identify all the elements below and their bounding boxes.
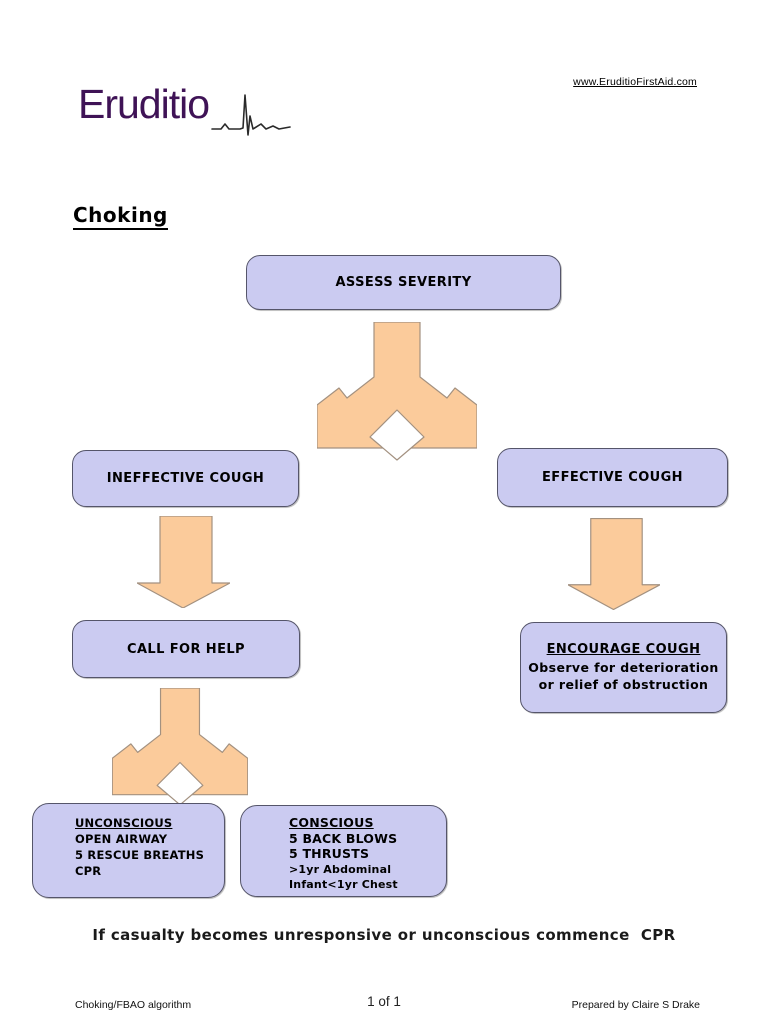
flow-box-call-for-help: CALL FOR HELP xyxy=(72,620,300,678)
flow-box-unconscious: UNCONSCIOUS OPEN AIRWAY 5 RESCUE BREATHS… xyxy=(32,803,225,898)
conscious-step-4: Infant<1yr Chest xyxy=(289,878,398,891)
ineffective-cough-label: INEFFECTIVE COUGH xyxy=(106,471,265,486)
conscious-step-3: >1yr Abdominal xyxy=(289,862,392,876)
unconscious-step-2: 5 RESCUE BREATHS xyxy=(75,848,205,862)
conscious-step-1: 5 BACK BLOWS xyxy=(289,830,398,846)
unconscious-step-3: CPR xyxy=(75,864,102,878)
flow-box-conscious: CONSCIOUS 5 BACK BLOWS 5 THRUSTS >1yr Ab… xyxy=(240,805,447,897)
page-title: Choking xyxy=(73,203,168,230)
down-arrow-icon xyxy=(568,518,660,610)
split-arrow-icon xyxy=(317,322,477,461)
conscious-title: CONSCIOUS xyxy=(289,815,374,830)
assess-severity-label: ASSESS SEVERITY xyxy=(335,275,472,290)
call-for-help-label: CALL FOR HELP xyxy=(127,641,245,657)
logo: Eruditio xyxy=(78,81,291,136)
logo-text: Eruditio xyxy=(78,81,210,127)
conscious-step-2: 5 THRUSTS xyxy=(289,846,370,861)
footer-author: Prepared by Claire S Drake xyxy=(571,999,700,1011)
flow-box-assess-severity: ASSESS SEVERITY xyxy=(246,255,561,310)
website-link[interactable]: www.EruditioFirstAid.com xyxy=(573,76,697,88)
unconscious-step-1: OPEN AIRWAY xyxy=(75,832,168,846)
down-arrow-icon xyxy=(137,516,230,608)
flow-box-effective-cough: EFFECTIVE COUGH xyxy=(497,448,728,507)
page-number: 1 of 1 xyxy=(367,994,401,1009)
unconscious-title: UNCONSCIOUS xyxy=(75,816,173,830)
effective-cough-label: EFFECTIVE COUGH xyxy=(542,470,683,485)
cpr-warning-text: If casualty becomes unresponsive or unco… xyxy=(92,926,676,944)
ecg-trace-icon xyxy=(211,94,291,136)
encourage-cough-line1: Observe for deterioration xyxy=(528,660,719,676)
footer-document-name: Choking/FBAO algorithm xyxy=(75,999,192,1011)
flow-box-encourage-cough: ENCOURAGE COUGH Observe for deterioratio… xyxy=(520,622,727,713)
split-arrow-icon xyxy=(112,688,248,806)
encourage-cough-title: ENCOURAGE COUGH xyxy=(546,641,701,657)
flow-box-ineffective-cough: INEFFECTIVE COUGH xyxy=(72,450,299,507)
encourage-cough-line2: or relief of obstruction xyxy=(538,676,709,692)
